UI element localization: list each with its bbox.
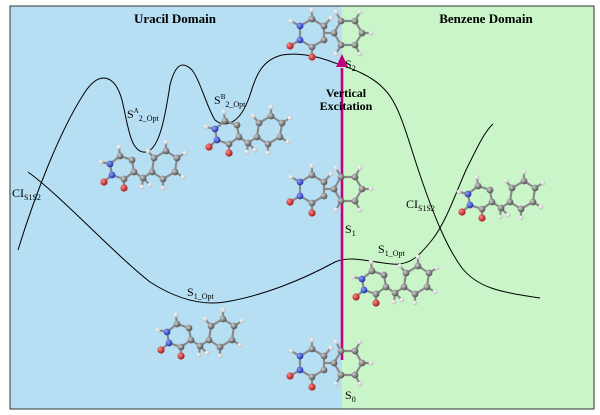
s2-label: S2: [345, 57, 356, 73]
s0-label: S0: [345, 388, 356, 404]
s2a-opt-label: SA2_Opt: [127, 107, 160, 123]
vertical-label: Vertical: [326, 86, 367, 100]
uracil-domain-title: Uracil Domain: [134, 11, 217, 26]
s1-opt-right-label: S1_Opt: [378, 242, 405, 258]
ci-left-label: CIS1S2: [12, 186, 41, 202]
diagram-frame: [9, 5, 595, 410]
excitation-label: Excitation: [320, 99, 373, 113]
uracil-domain-region: [10, 6, 342, 409]
s2-surface-curve: [17, 53, 541, 299]
s1-label: S1: [345, 222, 356, 238]
ci-right-label: CIS1S2: [406, 197, 435, 213]
s1-opt-left-label: S1_Opt: [187, 285, 214, 301]
benzene-domain-title: Benzene Domain: [439, 11, 533, 26]
excitation-arrowhead: [336, 54, 348, 67]
s2b-opt-label: SB2_Opt: [214, 93, 246, 109]
